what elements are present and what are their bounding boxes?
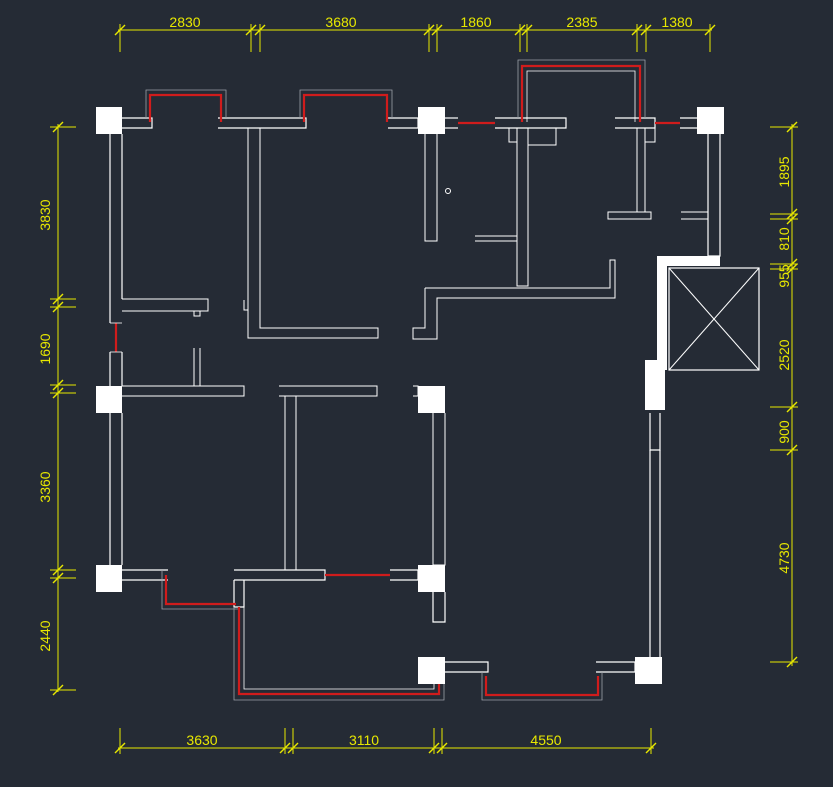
right-dimension-ticks: [770, 121, 798, 668]
left-dim-label-1: 3830: [37, 199, 53, 230]
left-dim-label-3: 3360: [37, 471, 53, 502]
top-dim-label-2: 3680: [325, 14, 356, 30]
right-dim-label-4: 2520: [776, 339, 792, 370]
column-right-mid: [645, 360, 665, 410]
shaft-box: [668, 267, 760, 371]
top-dimension-chain: 2830 3680 1860 2385 1380: [114, 14, 716, 52]
fixture-circle: [445, 188, 451, 194]
bottom-dim-label-2: 3110: [349, 732, 379, 748]
interior-walls: [122, 128, 709, 571]
column-top-middle: [418, 107, 445, 134]
bottom-dimension-chain: 3630 3110 4550: [114, 728, 657, 754]
column-lower-center: [418, 565, 445, 592]
column-top-right: [697, 107, 724, 134]
right-dimension-chain: 1895 810 955 2520 900 4730: [770, 121, 798, 668]
top-dim-label-1: 2830: [169, 14, 200, 30]
column-top-left: [96, 107, 122, 134]
left-dimension-chain: 3830 1690 3360 2440: [37, 121, 76, 696]
bottom-dim-label-3: 4550: [530, 732, 561, 748]
column-mid-left: [96, 386, 122, 413]
right-dim-label-1: 1895: [776, 156, 792, 187]
exterior-walls: [109, 117, 721, 673]
right-dim-label-6: 4730: [776, 542, 792, 573]
column-bottom-center: [418, 657, 445, 684]
top-dim-label-3: 1860: [460, 14, 491, 30]
column-bottom-right: [635, 657, 662, 684]
right-dim-label-5: 900: [776, 420, 792, 444]
top-dim-label-5: 1380: [661, 14, 692, 30]
shaft-wall: [657, 256, 720, 370]
bottom-dimension-ticks: [114, 728, 657, 754]
left-dim-label-2: 1690: [37, 333, 53, 364]
left-dim-label-4: 2440: [37, 620, 53, 651]
windows: [110, 59, 680, 701]
bottom-dim-label-1: 3630: [186, 732, 217, 748]
right-dim-label-3: 955: [776, 264, 792, 288]
top-dim-label-4: 2385: [566, 14, 597, 30]
column-mid-center: [418, 386, 445, 413]
structural-columns: [96, 107, 724, 684]
top-dimension-ticks: [114, 24, 716, 52]
column-lower-left: [96, 565, 122, 592]
left-dimension-ticks: [50, 121, 76, 696]
right-dim-label-2: 810: [776, 227, 792, 251]
